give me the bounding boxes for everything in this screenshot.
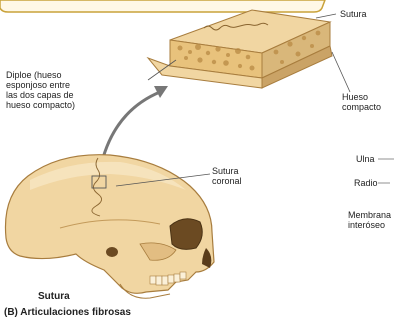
label-sutura-bottom: Sutura — [38, 292, 70, 302]
top-banner — [0, 0, 325, 12]
ear-opening — [106, 247, 118, 257]
orbit — [170, 219, 202, 250]
label-membrana: Membrana interóseo — [348, 210, 391, 230]
leader-compacto — [332, 52, 350, 92]
leader-sutura-top — [316, 14, 336, 18]
figure-caption: (B) Articulaciones fibrosas — [4, 308, 131, 318]
label-sutura-top: Sutura — [340, 9, 367, 19]
label-radio: Radio — [354, 178, 378, 188]
label-ulna: Ulna — [356, 154, 375, 164]
label-diploe: Diploe (hueso esponjoso entre las dos ca… — [6, 70, 75, 110]
label-hueso-compacto: Hueso compacto — [342, 92, 381, 112]
label-sutura-coronal: Sutura coronal — [212, 166, 242, 186]
skull-illustration — [5, 155, 214, 299]
